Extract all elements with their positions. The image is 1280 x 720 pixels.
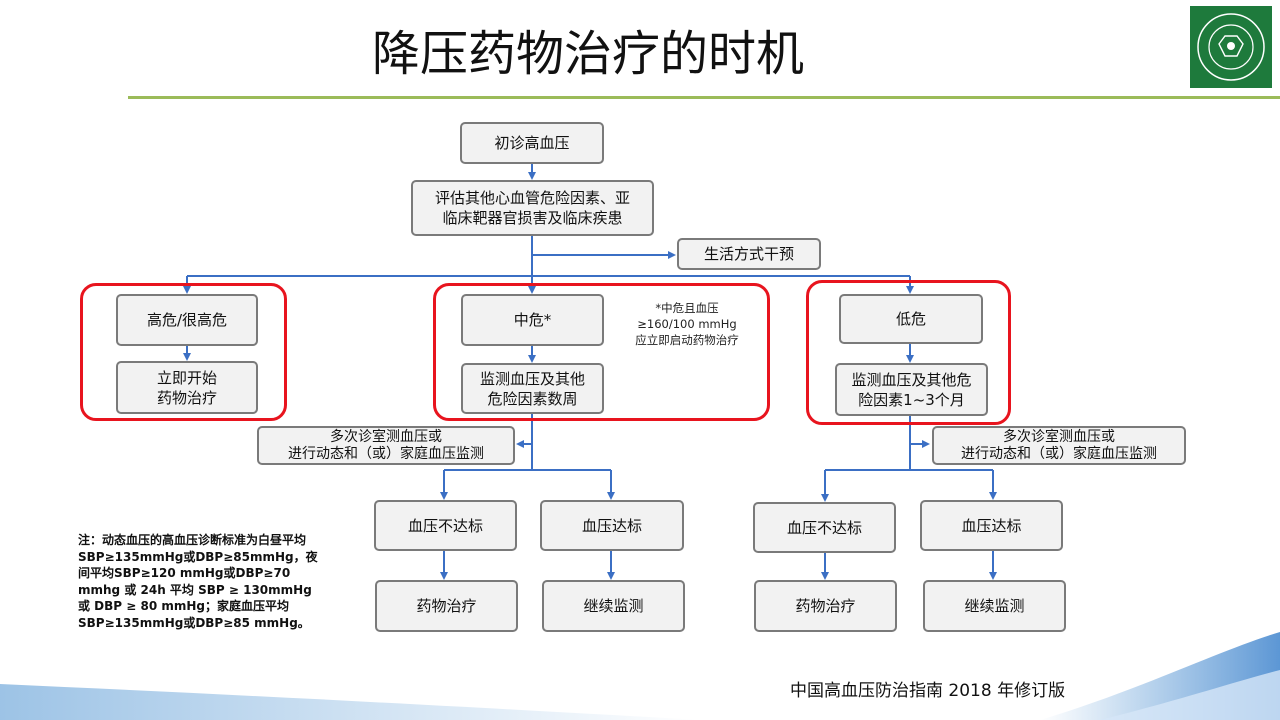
bp-not-target-right-box: 血压不达标 [753,502,896,553]
mid-risk-box: 中危* [461,294,604,346]
low-risk-group-highlight [806,280,1011,425]
mid-risk-note: *中危且血压 ≥160/100 mmHg 应立即启动药物治疗 [635,301,739,347]
slide-title: 降压药物治疗的时机 [372,26,805,82]
bp-target-right-box: 血压达标 [920,500,1063,551]
multi-measure-right-box: 多次诊室测血压或 进行动态和（或）家庭血压监测 [932,426,1186,465]
high-risk-box: 高危/很高危 [116,294,258,346]
association-seal-icon [1190,6,1272,88]
source-citation: 中国高血压防治指南 2018 年修订版 [790,681,1066,701]
low-risk-box: 低危 [839,294,983,344]
bp-target-left-box: 血压达标 [540,500,684,551]
risk-assessment-box: 评估其他心血管危险因素、亚 临床靶器官损害及临床疾患 [411,180,654,236]
initial-hypertension-box: 初诊高血压 [460,122,604,164]
low-risk-monitor-box: 监测血压及其他危 险因素1~3个月 [835,363,988,416]
lifestyle-intervention-box: 生活方式干预 [677,238,821,270]
multi-measure-left-box: 多次诊室测血压或 进行动态和（或）家庭血压监测 [257,426,515,465]
immediate-treatment-box: 立即开始 药物治疗 [116,361,258,414]
continue-monitor-right-box: 继续监测 [923,580,1066,632]
continue-monitor-left-box: 继续监测 [542,580,685,632]
diagnostic-criteria-footnote: 注：动态血压的高血压诊断标准为白昼平均SBP≥135mmHg或DBP≥85mmH… [78,533,318,630]
drug-therapy-right-box: 药物治疗 [754,580,897,632]
mid-risk-group-highlight [433,283,770,421]
bp-not-target-left-box: 血压不达标 [374,500,517,551]
drug-therapy-left-box: 药物治疗 [375,580,518,632]
title-divider [128,96,1280,99]
mid-risk-monitor-box: 监测血压及其他 危险因素数周 [461,363,604,414]
high-risk-group-highlight [80,283,287,421]
